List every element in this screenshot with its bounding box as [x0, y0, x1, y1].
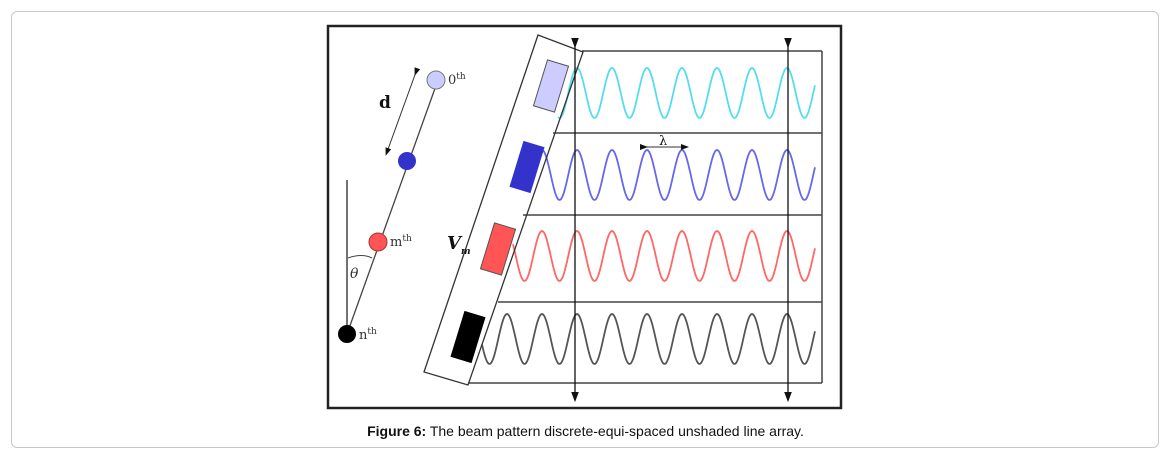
theta-arc	[347, 255, 373, 259]
sensor-mth	[368, 232, 388, 252]
lambda-label: λ	[659, 134, 667, 149]
array-elements	[450, 59, 570, 364]
wavelength-marker: λ	[640, 134, 689, 150]
wave-0	[557, 67, 816, 119]
spacing-label-d: d	[379, 93, 391, 113]
spacing-arrow	[385, 67, 421, 156]
wave-m	[512, 230, 816, 282]
element-0	[532, 59, 570, 113]
wave-n	[481, 313, 816, 365]
caption-text: The beam pattern discrete-equi-spaced un…	[426, 423, 804, 439]
element-n	[450, 310, 486, 364]
label-0th: 0th	[448, 72, 466, 88]
figure-card	[11, 11, 1159, 448]
element-m	[479, 222, 517, 276]
label-mth: mth	[390, 234, 412, 250]
element-1	[509, 140, 545, 194]
wave-1	[542, 149, 816, 201]
label-nth: nth	[359, 327, 377, 343]
label-vm: Vm	[447, 233, 471, 257]
theta-label: θ	[350, 266, 359, 282]
caption-label: Figure 6:	[367, 423, 427, 439]
waveforms	[481, 67, 816, 365]
sensor-nth	[338, 325, 356, 343]
array-axis	[346, 79, 439, 335]
figure-caption: Figure 6: The beam pattern discrete-equi…	[0, 423, 1171, 439]
array-strip	[423, 34, 584, 386]
sensor-1st	[398, 152, 416, 170]
sensor-0th	[426, 70, 446, 90]
